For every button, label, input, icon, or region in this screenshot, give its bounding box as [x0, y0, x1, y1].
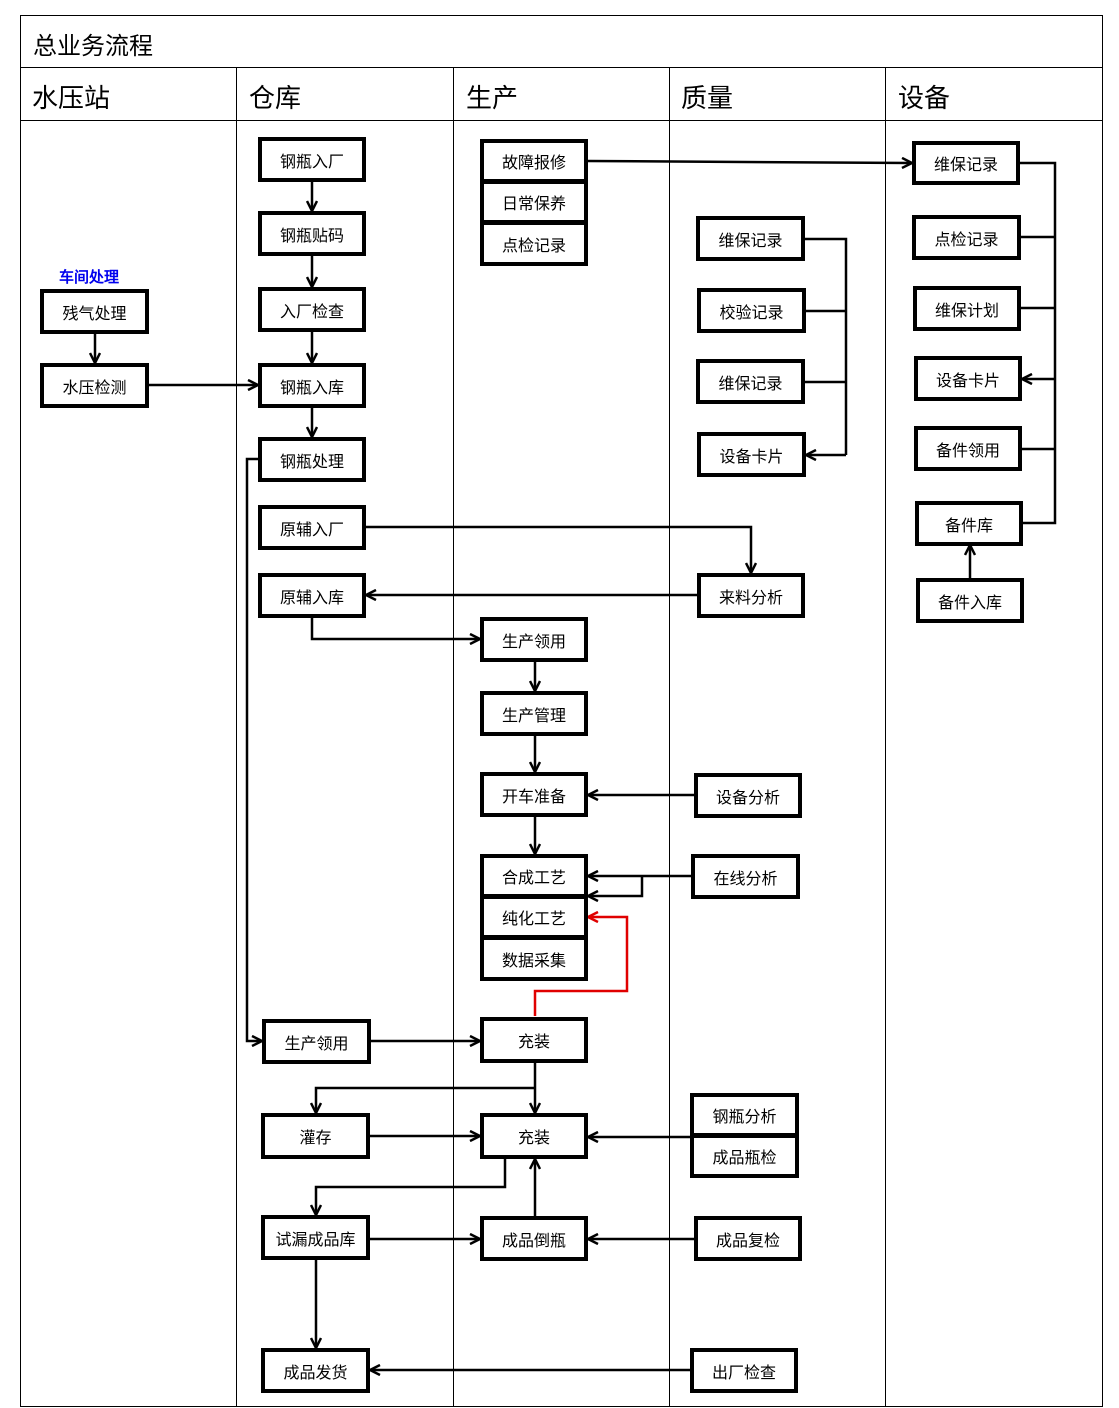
node-quality-maintenance-record-2[interactable]: 维保记录 — [696, 359, 805, 404]
node-cylinder-processing[interactable]: 钢瓶处理 — [258, 437, 366, 482]
workshop-handling-note: 车间处理 — [59, 268, 120, 286]
node-quality-equipment-card[interactable]: 设备卡片 — [697, 432, 806, 477]
node-incoming-material-analysis[interactable]: 来料分析 — [697, 573, 805, 618]
node-raw-in-factory[interactable]: 原辅入厂 — [258, 505, 366, 550]
node-hydro-test[interactable]: 水压检测 — [40, 363, 149, 408]
node-fault-report[interactable]: 故障报修 — [480, 139, 588, 183]
lane-header-production: 生产 — [466, 84, 519, 114]
page-title: 总业务流程 — [33, 32, 153, 60]
node-equipment-spot-check[interactable]: 点检记录 — [912, 215, 1021, 260]
node-cylinder-labeling[interactable]: 钢瓶贴码 — [258, 211, 366, 256]
node-cylinder-into-stock[interactable]: 钢瓶入库 — [258, 363, 366, 408]
node-cylinder-in-factory[interactable]: 钢瓶入厂 — [258, 137, 366, 182]
connector-raw-stock-to-prod-issue — [310, 617, 480, 639]
node-finished-recheck[interactable]: 成品复检 — [694, 1216, 802, 1261]
header-divider — [20, 120, 1103, 121]
node-production-management[interactable]: 生产管理 — [480, 691, 588, 736]
node-calibration-record[interactable]: 校验记录 — [697, 288, 806, 333]
node-online-analysis[interactable]: 在线分析 — [691, 854, 800, 899]
lane-divider-2 — [453, 67, 454, 1407]
node-production-issue[interactable]: 生产领用 — [480, 617, 588, 662]
title-divider — [20, 67, 1103, 68]
connector-raw-in-to-analysis — [366, 525, 751, 573]
lane-header-hydro-station: 水压站 — [32, 84, 111, 114]
lane-divider-3 — [669, 67, 670, 1407]
node-spare-parts-inbound[interactable]: 备件入库 — [916, 578, 1024, 623]
node-finished-cylinder-check[interactable]: 成品瓶检 — [690, 1134, 799, 1178]
node-outgoing-inspection[interactable]: 出厂检查 — [690, 1348, 798, 1393]
node-daily-maintenance[interactable]: 日常保养 — [480, 180, 588, 224]
node-purification-process[interactable]: 纯化工艺 — [480, 895, 588, 939]
lane-header-equipment: 设备 — [898, 84, 951, 114]
node-incoming-inspection[interactable]: 入厂检查 — [258, 287, 366, 332]
node-raw-into-stock[interactable]: 原辅入库 — [258, 573, 366, 618]
node-residual-gas[interactable]: 残气处理 — [40, 289, 149, 334]
node-warehouse-production-issue[interactable]: 生产领用 — [262, 1019, 371, 1064]
lane-header-quality: 质量 — [681, 84, 734, 114]
node-filling-2[interactable]: 充装 — [480, 1113, 588, 1159]
connector-equipment-bracket — [1019, 161, 1057, 525]
connector-fault-to-maint — [587, 161, 912, 163]
node-synthesis-process[interactable]: 合成工艺 — [480, 854, 588, 898]
lane-divider-4 — [885, 67, 886, 1407]
connector-filling-to-tank — [316, 1086, 535, 1113]
node-startup-preparation[interactable]: 开车准备 — [480, 772, 588, 817]
connector-red-data-to-purification — [533, 917, 629, 1016]
node-equipment-maintenance-record[interactable]: 维保记录 — [912, 141, 1020, 185]
connector-quality-bracket — [805, 237, 848, 455]
node-finished-pour[interactable]: 成品倒瓶 — [480, 1216, 588, 1261]
node-leak-test-stock[interactable]: 试漏成品库 — [261, 1215, 370, 1260]
node-spot-check-record[interactable]: 点检记录 — [480, 221, 588, 266]
lane-divider-1 — [236, 67, 237, 1407]
node-data-collection[interactable]: 数据采集 — [480, 936, 588, 981]
node-equipment-card[interactable]: 设备卡片 — [914, 356, 1022, 401]
node-tank-storage[interactable]: 灌存 — [261, 1113, 370, 1159]
node-spare-parts-store[interactable]: 备件库 — [915, 501, 1023, 546]
node-finished-shipment[interactable]: 成品发货 — [261, 1348, 370, 1393]
node-filling-1[interactable]: 充装 — [480, 1017, 588, 1063]
node-maintenance-plan[interactable]: 维保计划 — [913, 286, 1021, 331]
connector-filling-to-leak-stock — [316, 1158, 507, 1215]
node-spare-parts-issue[interactable]: 备件领用 — [914, 426, 1022, 471]
connector-online-to-purification — [588, 876, 644, 896]
node-equipment-analysis[interactable]: 设备分析 — [694, 773, 802, 818]
node-quality-maintenance-record-1[interactable]: 维保记录 — [696, 216, 805, 261]
lane-header-warehouse: 仓库 — [249, 84, 302, 114]
table-frame — [20, 15, 1103, 1407]
node-cylinder-analysis[interactable]: 钢瓶分析 — [690, 1093, 799, 1137]
connector-process-to-issue — [245, 457, 262, 1041]
